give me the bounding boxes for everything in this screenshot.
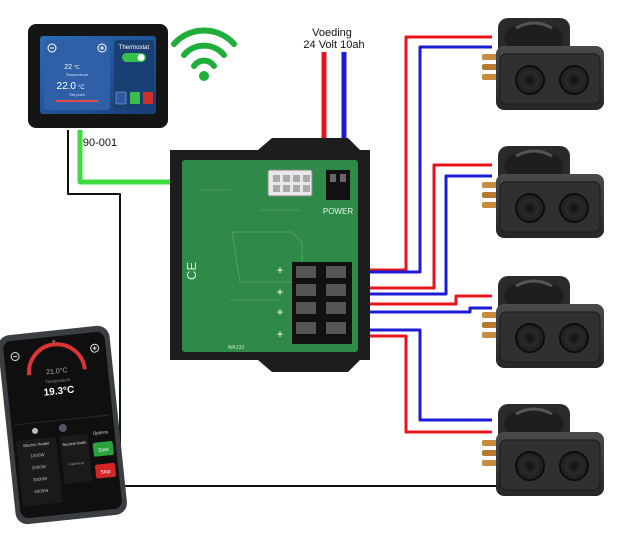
signal-connector [268, 170, 312, 196]
controller-temp-label: Temperature [66, 72, 89, 77]
wifi-icon [174, 30, 234, 66]
power-terminal [326, 170, 350, 200]
thermostat-controller: 22 °C Temperature 22.0 °C Set point Ther… [28, 24, 168, 128]
phone-start-label: Start [98, 447, 110, 454]
heater-3 [482, 276, 604, 368]
heater-2 [482, 146, 604, 238]
output-terminals [292, 262, 352, 344]
controller-model-label: 90-001 [83, 137, 117, 149]
terminal-sign-1: + [276, 263, 283, 277]
terminal-sign-2: + [276, 285, 283, 299]
controller-icon-tile-3[interactable] [143, 92, 153, 104]
power-supply-spec: 24 Volt 10ah [303, 39, 364, 51]
controller-icon-tile-1[interactable] [116, 92, 126, 104]
controller-temp-big-unit: °C [78, 85, 85, 91]
control-box: CE POWER + + + + WA133 [170, 138, 370, 372]
smartphone-app: 21.0°C Temperature 19.3°C Electric Heate… [0, 325, 128, 526]
power-terminal-label: POWER [323, 207, 353, 216]
heater-1 [482, 18, 604, 110]
controller-icon-tile-2[interactable] [130, 92, 140, 104]
controller-temp-small-unit: °C [74, 65, 80, 71]
phone-stop-label: Stop [100, 469, 111, 476]
board-model-tag: WA133 [228, 345, 244, 351]
heater-4 [482, 404, 604, 496]
terminal-sign-4: + [276, 327, 283, 341]
controller-temp-small: 22 [64, 64, 72, 71]
terminal-sign-3: + [276, 305, 283, 319]
power-supply-label: Voeding [312, 27, 352, 39]
controller-setpoint-label: Set point [69, 92, 86, 97]
ce-mark: CE [184, 262, 199, 280]
controller-temp-big: 22.0 [57, 81, 77, 92]
controller-screen-title: Thermostat [119, 45, 150, 51]
